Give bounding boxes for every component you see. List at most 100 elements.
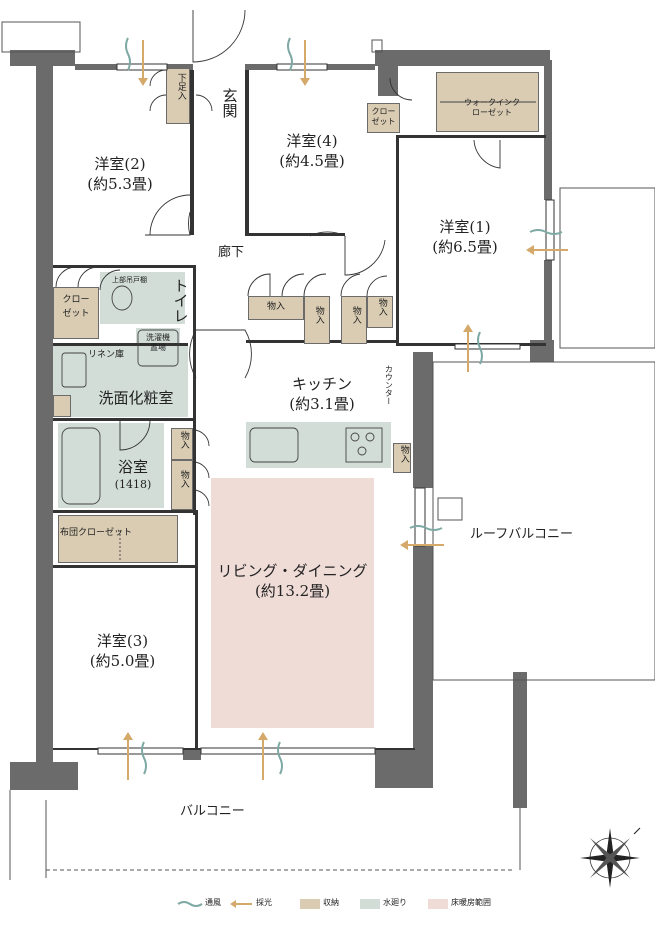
wall-w3-top	[53, 565, 198, 568]
wall-core-right	[193, 265, 196, 515]
label-closet-w4-text: クローゼット	[371, 107, 396, 127]
room-western4: 洋室(4) (約4.5畳)	[252, 132, 372, 171]
label-toilet-shelf: 上部吊戸棚	[112, 276, 147, 284]
kitchen-counter	[246, 422, 391, 468]
wall-bath-bottom	[53, 510, 198, 513]
legend-floor-heating: 床暖房範囲	[451, 898, 491, 907]
toilet-bowl	[111, 285, 133, 311]
vent-w2	[125, 37, 131, 71]
room-western4-name: 洋室(4)	[286, 132, 338, 150]
wall-w4-bottom	[245, 233, 345, 236]
storage-hall-4	[367, 296, 393, 328]
vent-w1-bottom	[477, 331, 483, 365]
window-w1-bottom	[454, 343, 521, 350]
legend-water: 水廻り	[383, 898, 407, 907]
window-living	[414, 487, 426, 547]
room-living: リビング・ダイニング (約13.2畳)	[210, 562, 375, 601]
legend-vent-icon	[177, 901, 203, 907]
floor-heating-area	[211, 478, 374, 728]
storage-bath-2	[171, 460, 193, 510]
vent-living	[409, 525, 443, 531]
room-kitchen-area: (約3.1畳)	[289, 394, 355, 413]
room-entrance: 玄関	[220, 88, 239, 118]
wall-w2-right	[190, 70, 194, 235]
wall-w4-left	[245, 70, 249, 235]
label-storage-hall-1: 物入	[266, 302, 285, 312]
label-closet-w2-text: クローゼット	[62, 295, 90, 320]
room-living-area: (約13.2畳)	[254, 581, 331, 600]
room-washroom: 洗面化粧室	[98, 389, 174, 407]
wall-w1-top	[396, 135, 546, 138]
bathtub	[61, 427, 101, 505]
room-western4-area: (約4.5畳)	[279, 151, 345, 170]
storage-kitchen	[393, 443, 411, 473]
wall-right-living-lower	[413, 545, 433, 760]
stove-burner	[350, 432, 360, 442]
vent-w1	[529, 229, 563, 235]
legend-heat-swatch	[428, 899, 448, 909]
room-bath-size: (1418)	[114, 477, 152, 491]
wall-w1-left	[396, 135, 399, 345]
label-walkin-text: ウォークインクローゼット	[464, 98, 520, 118]
futon-closet	[58, 515, 178, 563]
window-living-bottom	[200, 747, 376, 755]
room-kitchen-name: キッチン	[291, 375, 352, 393]
wall-bottom-mid	[183, 748, 201, 760]
wall-corner-bottom-right	[375, 748, 433, 788]
outer-wall-top-right	[375, 50, 550, 66]
room-bath: 浴室 (1418)	[98, 458, 168, 492]
room-western3-area: (約5.0畳)	[89, 651, 156, 670]
room-hallway: 廊下	[218, 245, 245, 260]
storage-bath-1	[171, 428, 193, 460]
outer-wall-left	[36, 64, 53, 764]
room-western2-name: 洋室(2)	[94, 155, 146, 173]
label-futon-closet: 布団クローゼット	[60, 528, 133, 538]
room-living-name: リビング・ダイニング	[217, 562, 368, 580]
room-western1-area: (約6.5畳)	[432, 237, 498, 256]
label-storage-bath-2: 物入	[178, 470, 189, 488]
label-storage-kitchen: 物入	[398, 445, 409, 463]
vent-living-bottom	[277, 741, 283, 775]
kitchen-sink	[249, 427, 299, 463]
wall-wash-top	[53, 343, 188, 346]
label-roof-balcony: ルーフバルコニー	[470, 527, 573, 542]
label-closet-w2: クローゼット	[53, 293, 99, 322]
window-w1	[545, 199, 555, 261]
bath-floor	[58, 423, 164, 508]
legend-water-swatch	[360, 899, 380, 909]
label-counter: カウンター	[384, 365, 394, 405]
label-balcony: バルコニー	[180, 804, 245, 819]
room-western1-name: 洋室(1)	[439, 218, 491, 236]
wash-basin	[61, 352, 87, 388]
wall-roof-balcony-right	[513, 672, 527, 808]
room-bath-name: 浴室	[117, 458, 148, 476]
compass-icon	[580, 827, 641, 888]
room-western1: 洋室(1) (約6.5畳)	[405, 218, 525, 257]
label-walkin: ウォークインクローゼット	[452, 98, 532, 119]
room-western2: 洋室(2) (約5.3畳)	[60, 155, 180, 194]
washer-area	[136, 328, 180, 368]
outer-wall-right-upper	[544, 60, 552, 200]
label-storage-hall-4: 物入	[376, 298, 387, 316]
room-western3-name: 洋室(3)	[96, 632, 149, 650]
room-western2-area: (約5.3畳)	[87, 174, 153, 193]
room-kitchen: キッチン (約3.1畳)	[262, 375, 382, 414]
legend-daylight: 採光	[256, 898, 272, 907]
closet-w2	[53, 287, 99, 339]
window-w4	[276, 63, 328, 71]
legend-ventilation: 通風	[205, 898, 221, 907]
legend-swatches	[177, 899, 448, 909]
storage-hall-1	[248, 296, 304, 320]
outer-wall-top-left	[10, 50, 75, 66]
storage-hall-2	[304, 296, 330, 344]
room-western3: 洋室(3) (約5.0畳)	[60, 632, 185, 671]
shoe-storage	[166, 68, 190, 124]
legend-light-icon	[230, 900, 236, 908]
window-w3	[97, 747, 184, 755]
legend-storage-swatch	[300, 899, 320, 909]
wall-w2-bottom	[53, 265, 193, 268]
toilet-floor	[100, 272, 185, 324]
linen-storage	[53, 395, 71, 417]
